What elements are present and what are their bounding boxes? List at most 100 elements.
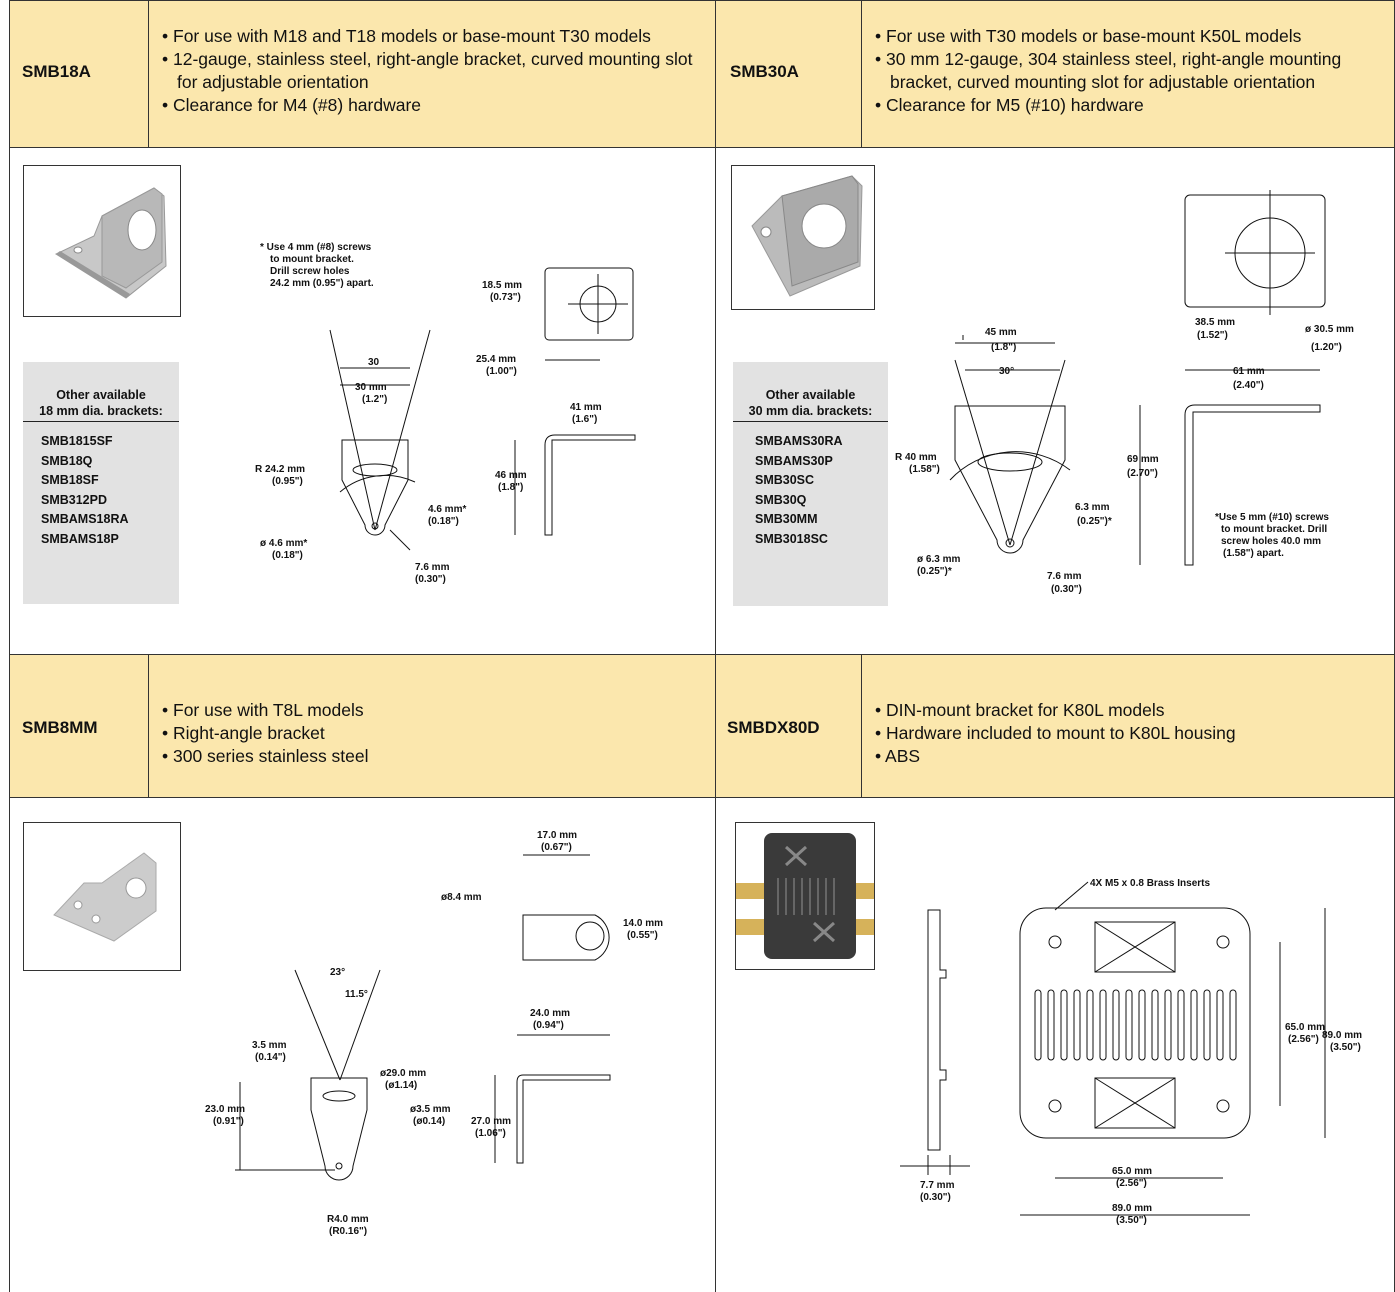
dim-note: 24.2 mm (0.95") apart. xyxy=(270,278,374,289)
dim-label: 65.0 mm xyxy=(1112,1166,1152,1177)
product-features: • For use with T30 models or base-mount … xyxy=(875,25,1380,117)
product-features: • DIN-mount bracket for K80L models • Ha… xyxy=(875,699,1380,768)
dim-label: (2.56") xyxy=(1288,1034,1319,1045)
dim-label: 25.4 mm xyxy=(476,354,516,365)
dim-label: (1.00") xyxy=(486,366,517,377)
dim-note: Drill screw holes xyxy=(270,266,350,277)
feature-bullet: • Clearance for M4 (#8) hardware xyxy=(162,95,422,115)
bracket-photo-icon xyxy=(53,852,157,942)
other-bracket-item: SMB3018SC xyxy=(755,531,828,546)
other-brackets-subtitle: 30 mm dia. brackets: xyxy=(733,403,888,422)
dim-label: (1.2") xyxy=(362,394,387,405)
dim-label: 23.0 mm xyxy=(205,1104,245,1115)
dim-label: (0.30") xyxy=(920,1192,951,1203)
other-bracket-item: SMBAMS18RA xyxy=(41,512,129,526)
dim-label: R 40 mm xyxy=(895,452,937,463)
dim-label: R4.0 mm xyxy=(327,1214,369,1225)
dim-label: 45 mm xyxy=(985,327,1017,338)
other-brackets-box: Other available 30 mm dia. brackets: SMB… xyxy=(733,362,888,606)
dim-note: *Use 5 mm (#10) screws xyxy=(1215,512,1329,523)
product-header-smb8mm xyxy=(9,654,715,798)
dimension-drawing-smbdx80d: 7.7 mm (0.30") 4X M5 x 0.8 Brass Inserts… xyxy=(900,878,1362,1226)
other-bracket-item: SMBAMS30P xyxy=(755,453,833,468)
product-photo-smb30a xyxy=(731,165,875,310)
other-bracket-item: SMBAMS18P xyxy=(41,531,119,546)
dim-label: (0.18") xyxy=(428,516,459,527)
dim-label: 6.3 mm xyxy=(1075,502,1110,513)
dim-label: 7.6 mm xyxy=(1047,571,1082,582)
dim-label: (0.67") xyxy=(541,842,572,853)
other-bracket-item: SMB30Q xyxy=(755,492,807,507)
dim-label: (0.55") xyxy=(627,930,658,941)
dim-note: to mount bracket. Drill xyxy=(1221,524,1327,535)
product-code: SMB8MM xyxy=(22,718,98,737)
dim-label: R 24.2 mm xyxy=(255,464,305,475)
dim-label: (0.95") xyxy=(272,476,303,487)
dim-note: screw holes 40.0 mm xyxy=(1221,536,1321,547)
dim-label: 65.0 mm xyxy=(1285,1022,1325,1033)
product-code: SMB18A xyxy=(22,62,91,81)
dim-label: (R0.16") xyxy=(329,1226,367,1237)
dim-note: * Use 4 mm (#8) screws xyxy=(260,242,372,253)
din-bracket-photo-icon xyxy=(736,833,874,959)
dim-label: 38.5 mm xyxy=(1195,317,1235,328)
product-photo-smb8mm xyxy=(23,822,181,971)
dim-label: 30° xyxy=(999,366,1014,377)
dim-label: 7.6 mm xyxy=(415,562,450,573)
dim-label: 89.0 mm xyxy=(1322,1030,1362,1041)
dim-label: 17.0 mm xyxy=(537,830,577,841)
dim-label: (0.73") xyxy=(490,292,521,303)
dim-label: (0.94") xyxy=(533,1020,564,1031)
dim-label: (ø0.14) xyxy=(413,1116,445,1127)
feature-bullet: • Hardware included to mount to K80L hou… xyxy=(875,723,1236,743)
dim-label: 23° xyxy=(330,967,345,978)
dim-label: (1.8") xyxy=(991,342,1016,353)
dim-label: 61 mm xyxy=(1233,366,1265,377)
product-header-smbdx80d xyxy=(715,654,1395,798)
other-bracket-item: SMB18SF xyxy=(41,473,99,487)
product-photo-smbdx80d xyxy=(735,822,875,970)
feature-bullet: • 30 mm 12-gauge, 304 stainless steel, r… xyxy=(875,49,1342,92)
dim-label: ø3.5 mm xyxy=(410,1104,451,1115)
product-features: • For use with T8L models • Right-angle … xyxy=(162,699,702,768)
feature-bullet: • 300 series stainless steel xyxy=(162,746,369,766)
other-bracket-item: SMB30SC xyxy=(755,473,815,487)
dim-label: 3.5 mm xyxy=(252,1040,287,1051)
dim-label: (2.40") xyxy=(1233,380,1264,391)
dim-label: (1.20") xyxy=(1311,342,1342,353)
grid-line xyxy=(715,0,716,1292)
other-brackets-title: Other available xyxy=(765,388,856,402)
other-bracket-item: SMB30MM xyxy=(755,512,818,526)
dim-label: (1.06") xyxy=(475,1128,506,1139)
grid-line xyxy=(861,0,862,148)
product-header-smb18a xyxy=(9,0,715,148)
dimension-drawing-smb18a: * Use 4 mm (#8) screws to mount bracket.… xyxy=(255,242,636,585)
feature-bullet: • ABS xyxy=(875,746,921,766)
dim-label: (2.56") xyxy=(1116,1178,1147,1189)
feature-bullet: • DIN-mount bracket for K80L models xyxy=(875,700,1165,720)
other-brackets-title: Other available xyxy=(56,388,146,402)
grid-line xyxy=(9,0,10,1292)
dim-label: (0.14") xyxy=(255,1052,286,1063)
dim-label: 30 mm xyxy=(355,382,387,393)
dim-label: 27.0 mm xyxy=(471,1116,511,1127)
dim-label: ø8.4 mm xyxy=(441,892,482,903)
dim-label: 14.0 mm xyxy=(623,918,663,929)
dimension-drawing-smb8mm: 17.0 mm (0.67") ø8.4 mm 14.0 mm (0.55") … xyxy=(205,830,663,1237)
dim-label: 11.5° xyxy=(345,989,368,1000)
grid-line xyxy=(148,654,149,798)
dim-label: 69 mm xyxy=(1127,454,1159,465)
product-code: SMBDX80D xyxy=(727,718,820,737)
dim-label: (1.58") xyxy=(909,464,940,475)
other-brackets-subtitle: 18 mm dia. brackets: xyxy=(23,403,179,422)
dim-label: 4.6 mm* xyxy=(428,504,466,515)
product-photo-smb18a xyxy=(23,165,181,317)
dim-label: ø 4.6 mm* xyxy=(260,538,307,549)
feature-bullet: • For use with T8L models xyxy=(162,700,364,720)
dim-label: 30 xyxy=(368,357,380,368)
feature-bullet: • 12-gauge, stainless steel, right-angle… xyxy=(162,49,693,92)
feature-bullet: • For use with T30 models or base-mount … xyxy=(875,26,1302,46)
bracket-photo-icon xyxy=(54,187,167,299)
other-brackets-box: Other available 18 mm dia. brackets: SMB… xyxy=(23,362,179,604)
other-bracket-item: SMB1815SF xyxy=(41,434,113,448)
